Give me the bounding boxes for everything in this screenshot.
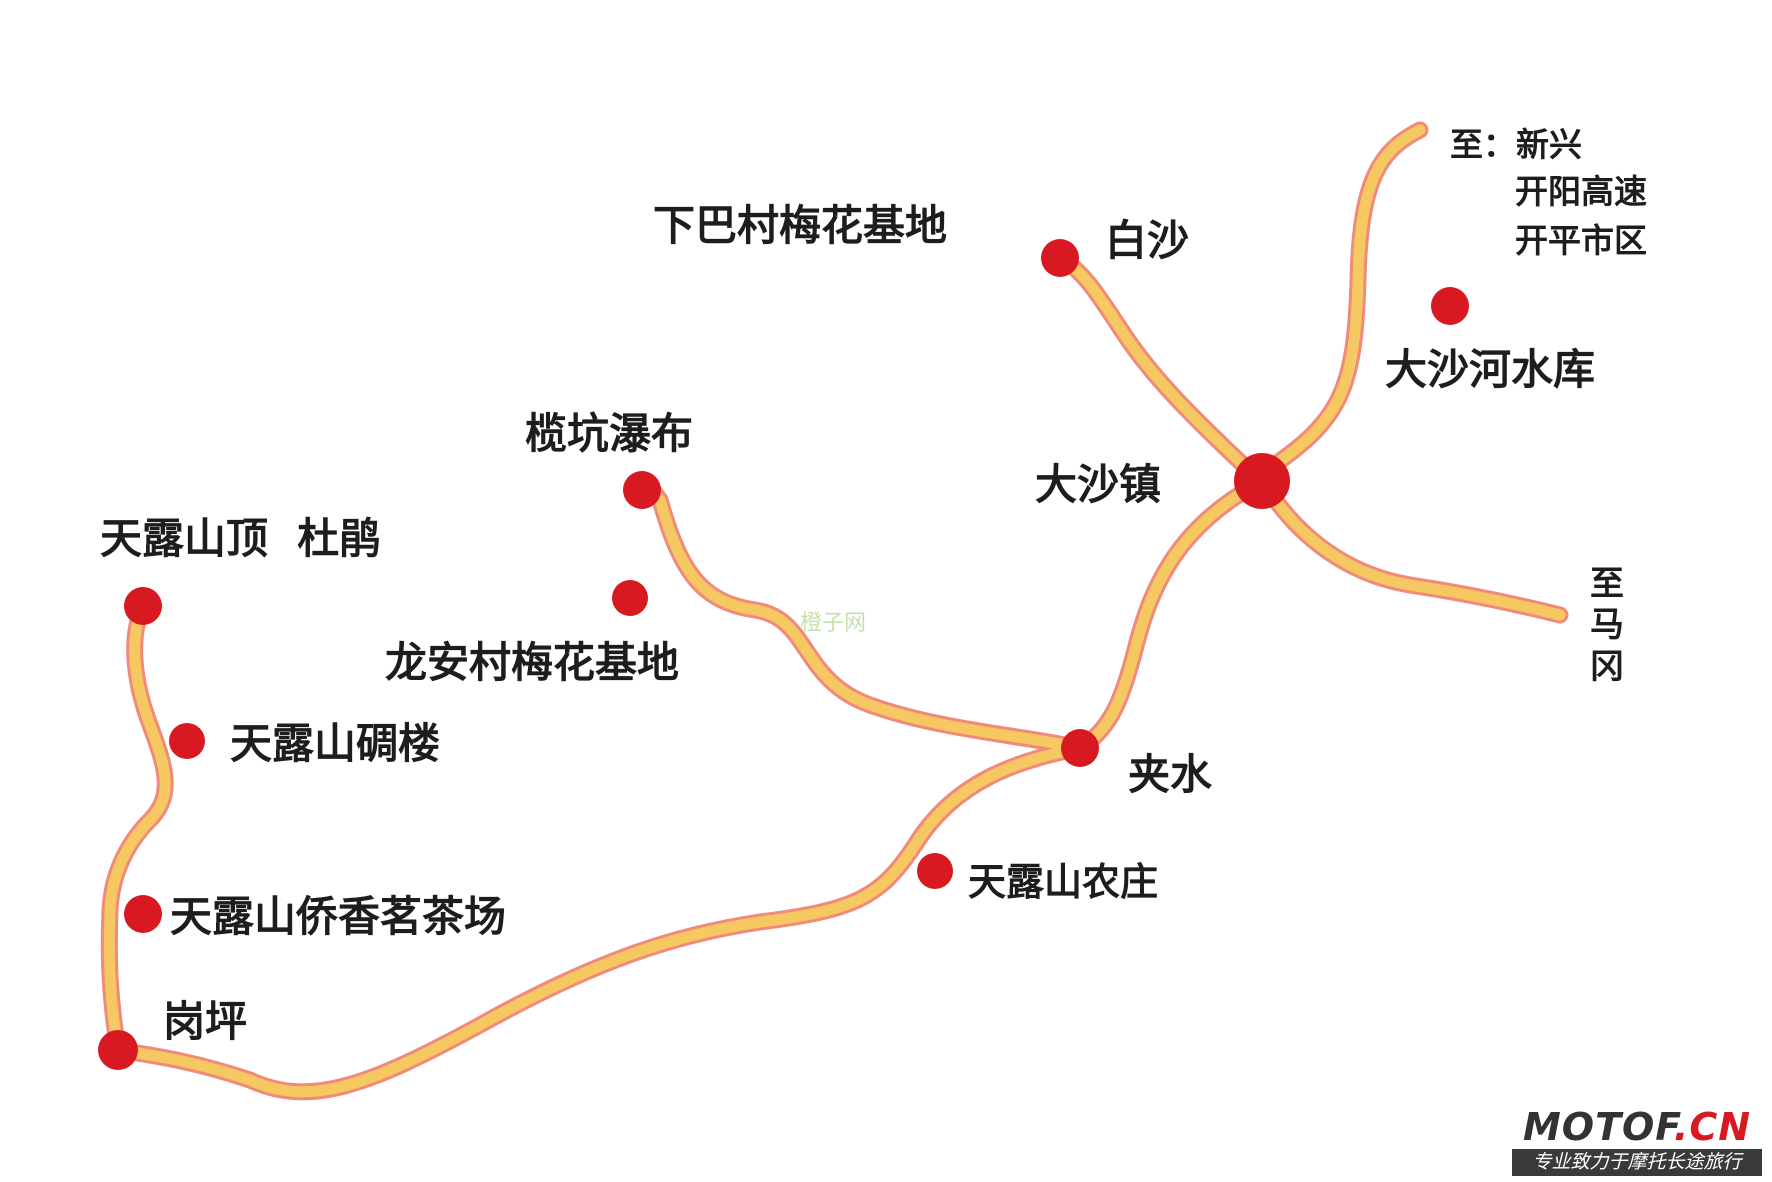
label-gangping: 岗坪 [163, 997, 248, 1046]
label-direction-e-3: 冈 [1590, 646, 1624, 687]
label-xiaba: 下巴村梅花基地 [653, 201, 948, 250]
marker-reservoir [1431, 287, 1469, 325]
brand-logo-suffix: .CN [1673, 1105, 1752, 1150]
marker-jiashui [1061, 729, 1099, 767]
brand-logo-block: MOTOF.CN 专业致力于摩托长途旅行 [1512, 1108, 1762, 1176]
label-tea: 天露山侨香茗茶场 [170, 892, 507, 941]
label-baisha: 白沙 [1105, 216, 1190, 265]
marker-watchtower [169, 723, 205, 759]
marker-lankeng [623, 471, 661, 509]
marker-tea [124, 895, 162, 933]
label-direction-e-2: 马 [1590, 605, 1624, 646]
marker-peak [124, 587, 162, 625]
label-peak: 天露山顶 杜鹃 [100, 514, 382, 563]
road-dasha-jiashui [1071, 476, 1264, 757]
label-farm: 天露山农庄 [968, 860, 1159, 904]
marker-gangping [98, 1030, 138, 1070]
label-dasha-town: 大沙镇 [1035, 460, 1162, 509]
label-longan: 龙安村梅花基地 [385, 638, 680, 687]
marker-farm [917, 853, 953, 889]
brand-tagline: 专业致力于摩托长途旅行 [1512, 1149, 1762, 1176]
marker-baisha [1041, 239, 1079, 277]
label-direction-ne-1: 至：新兴 [1450, 125, 1582, 164]
watermark: 橙子网 [800, 611, 867, 636]
brand-logo: MOTOF.CN [1512, 1108, 1762, 1146]
label-direction-e-1: 至 [1590, 564, 1624, 604]
label-lankeng: 榄坑瀑布 [525, 409, 694, 458]
label-direction-e: 至 马 冈 [1590, 564, 1624, 688]
marker-longan [612, 580, 648, 616]
road-dasha-xinxing [1261, 121, 1429, 477]
marker-dasha-town [1234, 453, 1290, 509]
label-watchtower: 天露山碉楼 [230, 719, 441, 768]
brand-logo-main: MOTOF [1522, 1105, 1674, 1150]
label-jiashui: 夹水 [1128, 750, 1213, 799]
label-direction-ne-3: 开平市区 [1515, 221, 1647, 260]
label-direction-ne-2: 开阳高速 [1515, 172, 1647, 211]
label-reservoir: 大沙河水库 [1385, 345, 1596, 394]
road-dasha-magang [1256, 476, 1569, 624]
